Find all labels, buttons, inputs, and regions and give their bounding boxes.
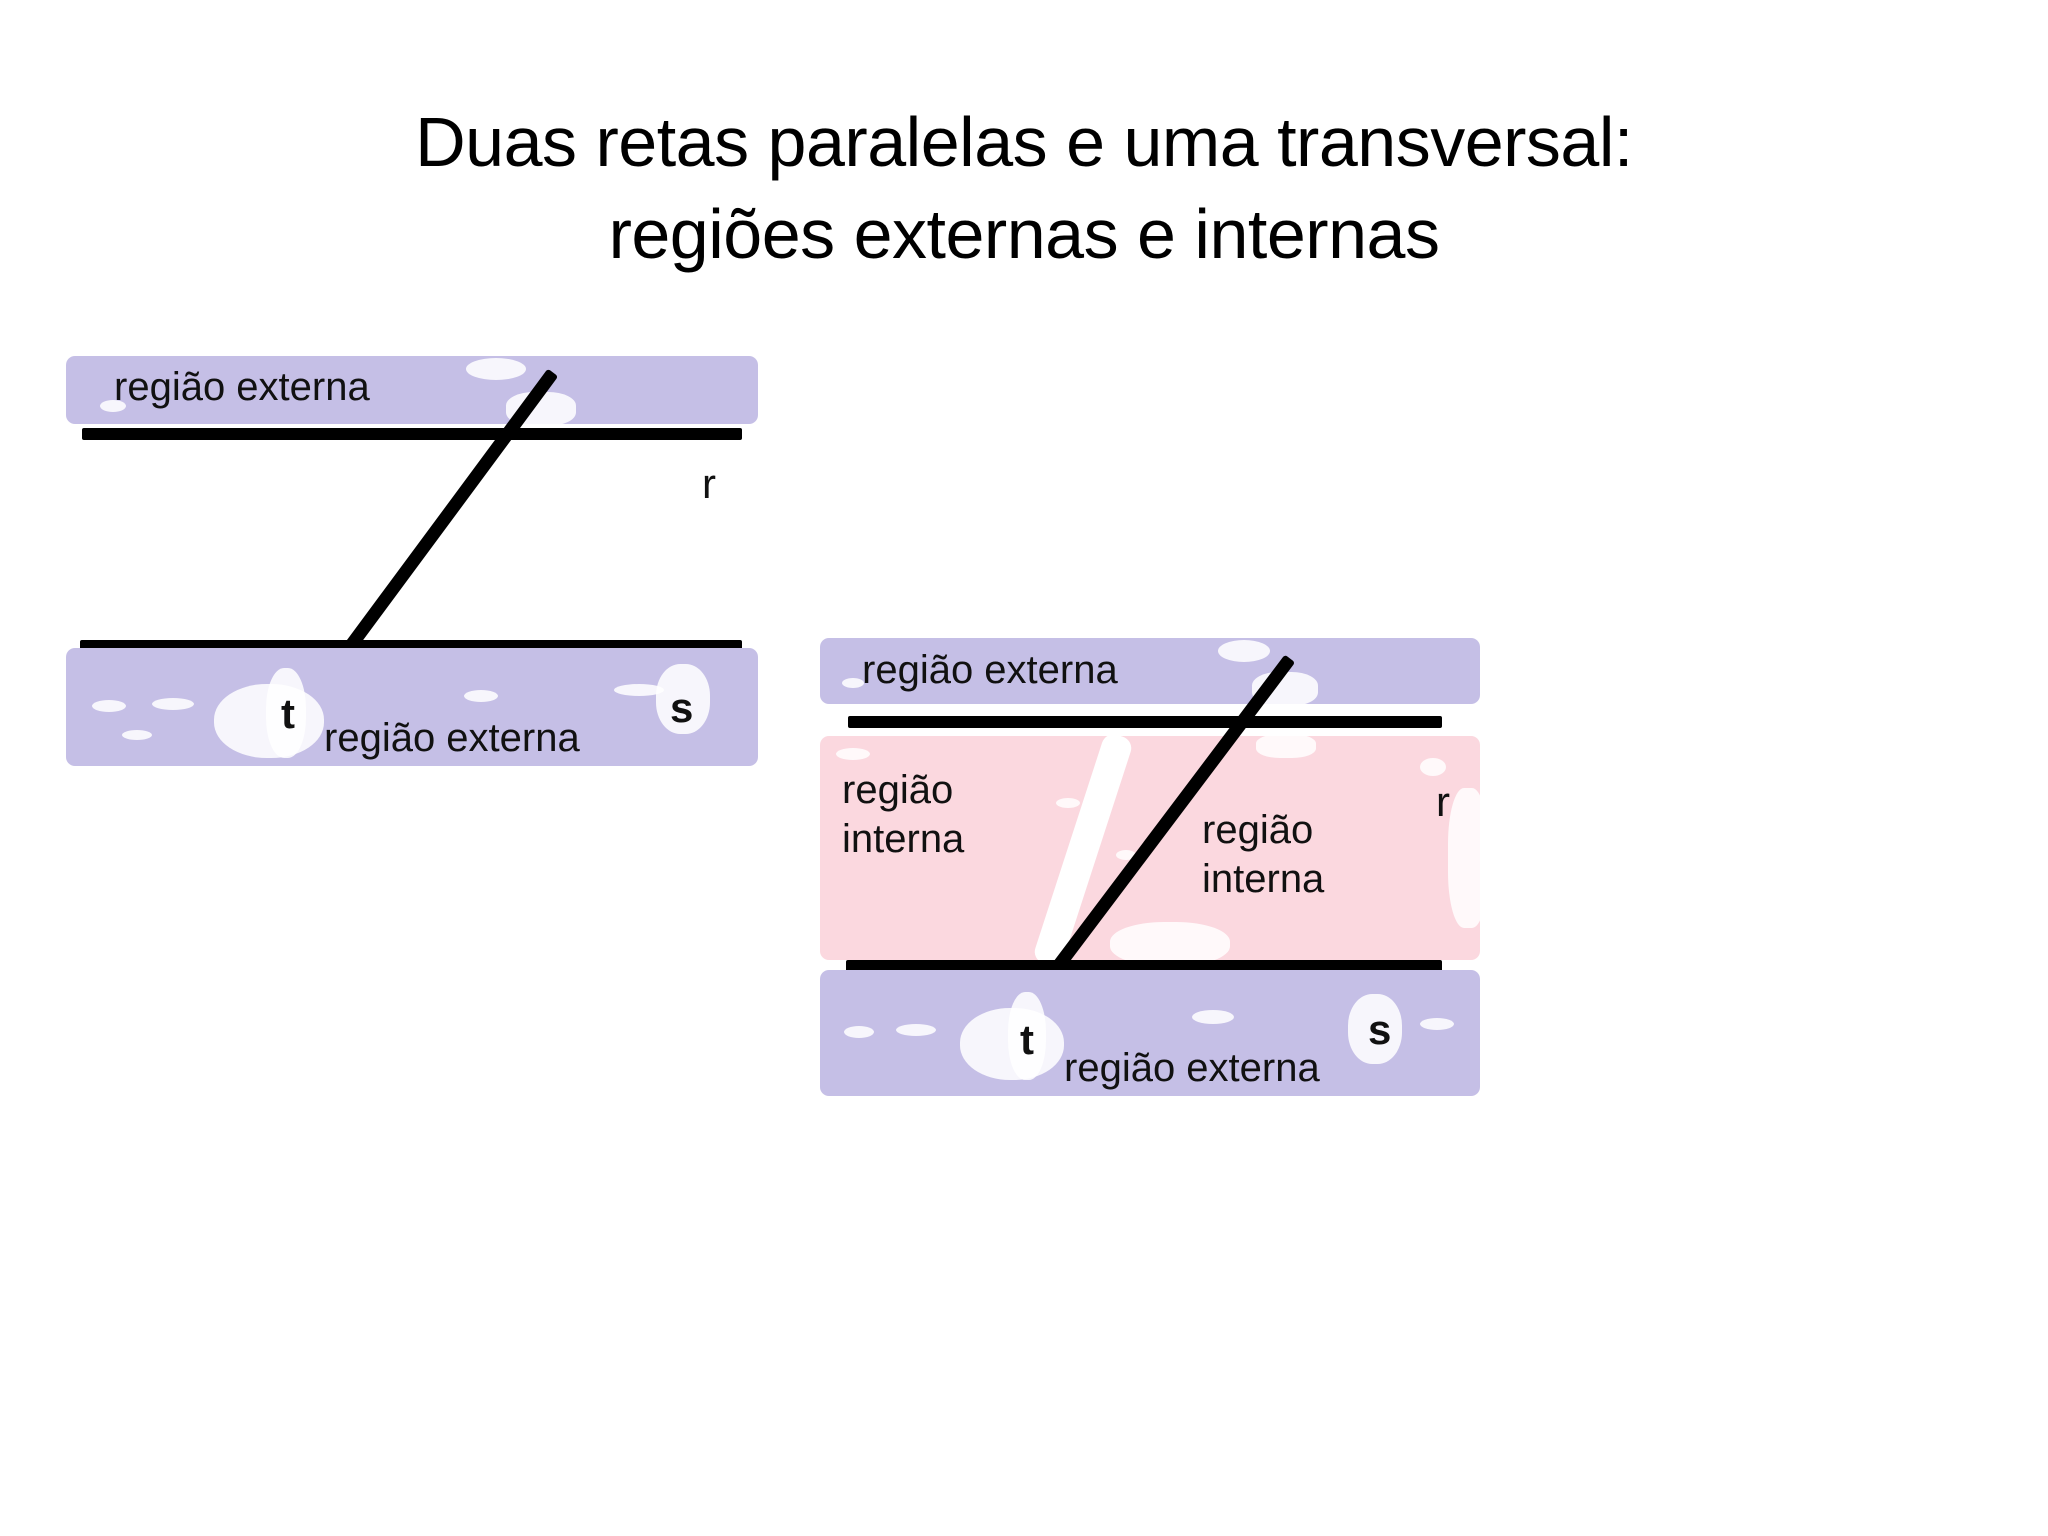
- line-r: [848, 716, 1442, 728]
- title-line-1: Duas retas paralelas e uma transversal:: [415, 103, 1633, 181]
- page-title: Duas retas paralelas e uma transversal: …: [0, 96, 2048, 281]
- band-streak: [656, 664, 710, 734]
- band-streak: [1420, 1018, 1454, 1030]
- band-streak: [100, 400, 126, 412]
- line-s: [846, 960, 1442, 972]
- band-streak: [152, 698, 194, 710]
- line-r: [82, 428, 742, 440]
- band-streak: [122, 730, 152, 740]
- label-internal-region-left-line2: interna: [842, 816, 965, 861]
- label-internal-region-left-line1: região: [842, 768, 954, 812]
- band-streak: [1256, 734, 1316, 758]
- figure-parallel-lines-external-regions: região externa r t s região externa: [66, 348, 758, 770]
- label-internal-region-right-line1: região: [1202, 808, 1314, 852]
- label-external-region-top: região externa: [114, 365, 370, 409]
- band-streak: [1192, 1010, 1234, 1024]
- band-streak: [842, 678, 864, 688]
- label-line-t: t: [1020, 1016, 1034, 1063]
- label-external-region-top: região externa: [862, 648, 1118, 692]
- band-streak: [464, 690, 498, 702]
- label-line-r: r: [702, 460, 716, 507]
- label-line-r: r: [1436, 778, 1450, 825]
- band-streak: [1420, 758, 1446, 776]
- label-external-region-bottom: região externa: [324, 716, 580, 760]
- band-streak: [1448, 788, 1488, 928]
- band-streak: [614, 684, 664, 696]
- label-line-s: s: [1368, 1006, 1392, 1053]
- label-internal-region-left: região interna: [842, 766, 1042, 864]
- band-streak: [1110, 922, 1230, 966]
- label-external-region-bottom: região externa: [1064, 1046, 1320, 1090]
- band-streak: [836, 748, 870, 760]
- band-streak: [466, 358, 526, 380]
- band-streak: [896, 1024, 936, 1036]
- label-line-s: s: [670, 684, 694, 731]
- band-streak: [844, 1026, 874, 1038]
- title-line-2: regiões externas e internas: [608, 195, 1440, 274]
- external-region-band-top: [820, 638, 1480, 704]
- label-internal-region-right-line2: interna: [1202, 856, 1325, 901]
- band-streak: [1218, 640, 1270, 662]
- band-streak: [1116, 850, 1136, 860]
- figure-parallel-lines-internal-external-regions: região externa região interna região int…: [820, 638, 1488, 1100]
- band-streak: [266, 668, 306, 758]
- band-streak: [1056, 798, 1080, 808]
- band-streak: [1348, 994, 1402, 1064]
- label-line-t: t: [281, 690, 295, 737]
- external-region-band-top: [66, 356, 758, 424]
- label-internal-region-right: região interna: [1202, 806, 1412, 904]
- band-streak: [1008, 992, 1046, 1080]
- band-streak: [92, 700, 126, 712]
